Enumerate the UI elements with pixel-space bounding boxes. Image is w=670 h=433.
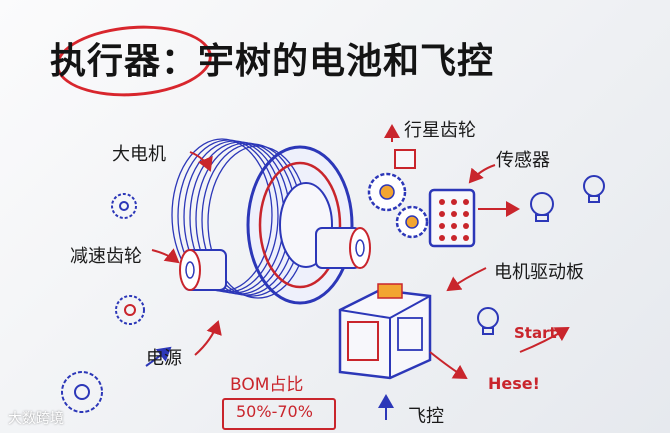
pointer-arrows <box>145 124 570 420</box>
motor-driver-drawing <box>338 283 432 380</box>
planetary-gear-drawing <box>367 149 429 239</box>
start-note: Start <box>514 324 557 342</box>
page-title: 执行器：宇树的电池和飞控 <box>50 41 495 82</box>
bom-range-value: 50%-70% <box>236 402 313 421</box>
label-big-motor: 大电机 <box>112 144 166 165</box>
label-sensor: 传感器 <box>496 150 550 171</box>
gear-icons <box>61 193 145 413</box>
watermark-text: 大数跨境 <box>8 411 64 427</box>
label-planetary-gear: 行星齿轮 <box>404 120 476 141</box>
sensor-drawing <box>428 188 476 248</box>
label-motor-driver: 电机驱动板 <box>494 262 584 283</box>
bom-range-box <box>222 398 336 430</box>
bom-ratio-label: BOM占比 <box>230 375 304 395</box>
label-flight-control: 飞控 <box>408 406 444 427</box>
label-reduction-gear: 减速齿轮 <box>70 246 142 267</box>
label-power-source: 电源 <box>146 348 182 369</box>
big-motor-drawing <box>171 138 371 305</box>
hese-note: Hese! <box>488 374 540 393</box>
lightbulb-icons <box>477 175 605 335</box>
